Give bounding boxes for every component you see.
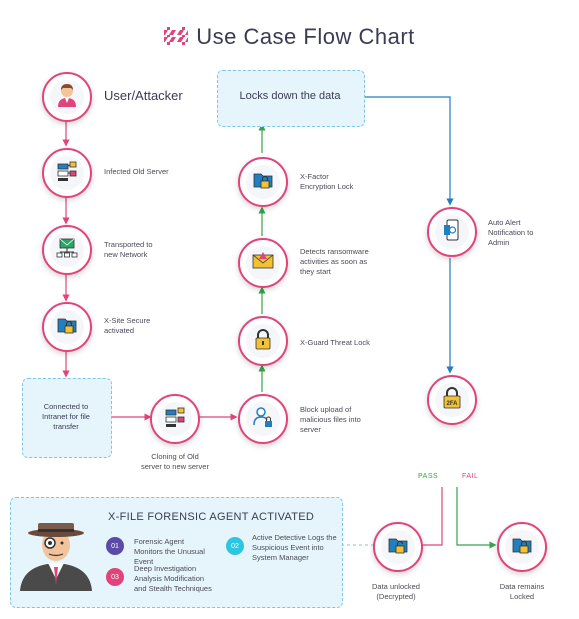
forensic-item-3: Deep Investigation Analysis Modification… xyxy=(134,564,212,593)
box-connected-intranet xyxy=(22,378,112,458)
forensic-title: X-FILE FORENSIC AGENT ACTIVATED xyxy=(108,511,315,523)
green-arrows xyxy=(258,123,497,549)
node-infected-server xyxy=(42,148,92,198)
label-cloning: Cloning of Old server to new server xyxy=(141,452,209,471)
node-cloning xyxy=(150,394,200,444)
badge-01: 01 xyxy=(106,537,124,555)
twofa-text: 2FA xyxy=(446,401,458,407)
label-auto-alert: Auto Alert Notification to Admin xyxy=(488,218,534,247)
node-detects xyxy=(238,238,288,288)
page-title: Use Case Flow Chart xyxy=(0,24,579,51)
phone-alert-icon xyxy=(441,219,463,246)
node-xsite xyxy=(42,302,92,352)
label-connected: Connected to Intranet for file transfer xyxy=(42,402,90,431)
server-icon xyxy=(56,160,78,187)
node-data-locked xyxy=(497,522,547,572)
label-detects: Detects ransomware activities as soon as… xyxy=(300,247,369,276)
barrier-icon xyxy=(164,25,189,51)
label-data-unlocked: Data unlocked (Decrypted) xyxy=(372,582,420,601)
label-transported: Transported to new Network xyxy=(104,240,153,259)
user-icon xyxy=(56,83,78,112)
node-auto-alert xyxy=(427,207,477,257)
node-data-unlocked xyxy=(373,522,423,572)
node-xfactor xyxy=(238,157,288,207)
badge-03: 03 xyxy=(106,568,124,586)
forensic-item-1: Forensic Agent Monitors the Unusual Even… xyxy=(134,537,205,566)
detective-icon xyxy=(16,515,96,596)
node-transported xyxy=(42,225,92,275)
node-xguard xyxy=(238,316,288,366)
label-xsite: X-Site Secure activated xyxy=(104,316,151,335)
node-2fa: 2FA xyxy=(427,375,477,425)
label-pass: PASS xyxy=(418,473,439,480)
label-xguard: X-Guard Threat Lock xyxy=(300,338,370,347)
node-block-upload xyxy=(238,394,288,444)
node-user xyxy=(42,72,92,122)
label-data-locked: Data remains Locked xyxy=(499,582,545,601)
label-locks-down: Locks down the data xyxy=(239,90,341,102)
padlock-2fa-icon: 2FA xyxy=(441,386,463,414)
label-user: User/Attacker xyxy=(104,88,183,103)
unlocked-folder-icon xyxy=(387,534,409,561)
blue-arrows xyxy=(364,96,454,374)
user-lock-icon xyxy=(252,406,274,433)
network-envelope-icon xyxy=(56,237,78,264)
padlock-icon xyxy=(252,328,274,355)
label-fail: FAIL xyxy=(462,473,479,480)
box-locks-down xyxy=(217,70,365,127)
forensic-item-2: Active Detective Logs the Suspicious Eve… xyxy=(252,533,337,562)
label-block-upload: Block upload of malicious files into ser… xyxy=(300,405,361,434)
alert-envelope-icon xyxy=(252,250,274,277)
badge-02: 02 xyxy=(226,537,244,555)
locked-folder-icon xyxy=(511,534,533,561)
locked-folder-icon xyxy=(252,169,274,196)
server-clone-icon xyxy=(164,406,186,433)
label-infected-server: Infected Old Server xyxy=(104,167,169,176)
locked-folder-icon xyxy=(56,314,78,341)
label-xfactor: X-Factor Encryption Lock xyxy=(300,172,354,191)
